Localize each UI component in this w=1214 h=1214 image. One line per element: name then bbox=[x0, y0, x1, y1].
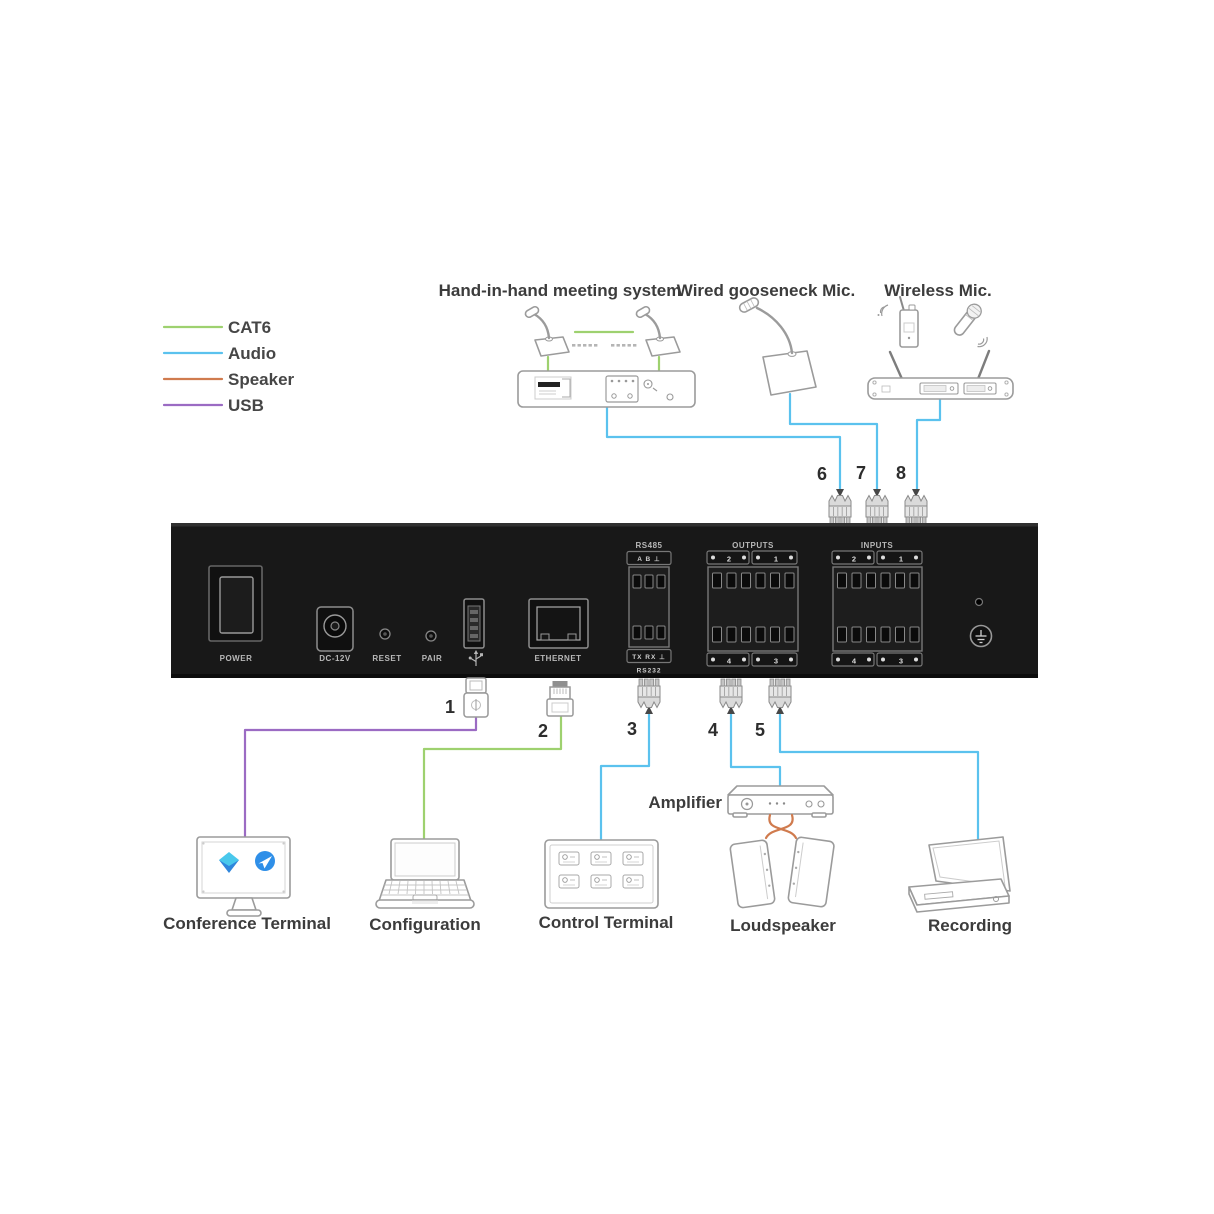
inputs-ch3: 3 bbox=[899, 657, 903, 666]
outputs-ch1: 1 bbox=[774, 555, 778, 564]
rs485-label: RS485 bbox=[636, 541, 663, 550]
hand-in-hand-system bbox=[517, 304, 696, 408]
connector-number-1: 1 bbox=[445, 697, 455, 717]
loudspeaker-label: Loudspeaker bbox=[730, 916, 836, 935]
amplifier-device bbox=[727, 785, 834, 818]
power-switch bbox=[208, 565, 263, 642]
connector-number-7: 7 bbox=[856, 463, 866, 483]
control-terminal-label: Control Terminal bbox=[539, 913, 674, 932]
phoenix-plug-8 bbox=[904, 488, 928, 525]
legend: CAT6 Audio Speaker USB bbox=[162, 318, 295, 415]
usb-port bbox=[463, 598, 485, 649]
reset-label: RESET bbox=[372, 654, 401, 663]
dc-label: DC-12V bbox=[319, 654, 351, 663]
inputs-ch2: 2 bbox=[852, 555, 856, 564]
conference-terminal bbox=[196, 836, 291, 917]
audio-cable-3 bbox=[599, 711, 651, 843]
wireless-mic-label: Wireless Mic. bbox=[884, 281, 992, 300]
audio-cable-6 bbox=[605, 404, 842, 492]
usb-cable-1 bbox=[243, 714, 478, 840]
connector-number-4: 4 bbox=[708, 720, 718, 740]
usb-trident-icon bbox=[468, 650, 483, 666]
outputs-label: OUTPUTS bbox=[732, 541, 774, 550]
conference-mic-2 bbox=[633, 304, 682, 358]
ethernet-port bbox=[528, 598, 589, 649]
legend-label-usb: USB bbox=[228, 396, 264, 415]
inputs-block: INPUTS 2 1 4 3 bbox=[831, 541, 923, 667]
ethernet-label: ETHERNET bbox=[534, 654, 581, 663]
pair-label: PAIR bbox=[422, 654, 443, 663]
rs485-block: RS485 A B ⊥ TX RX ⊥ RS232 bbox=[626, 541, 672, 675]
conference-terminal-label: Conference Terminal bbox=[163, 914, 331, 933]
signal-waves-icon-2 bbox=[977, 336, 988, 348]
connector-number-8: 8 bbox=[896, 463, 906, 483]
rs232-label: RS232 bbox=[637, 668, 662, 675]
wireless-receiver bbox=[867, 349, 1014, 400]
audio-cable-4 bbox=[729, 711, 782, 791]
configuration-label: Configuration bbox=[369, 915, 480, 934]
outputs-ch4: 4 bbox=[727, 657, 732, 666]
meeting-app-icon bbox=[219, 852, 239, 873]
ground-screw bbox=[969, 624, 993, 648]
meeting-system-label: Hand-in-hand meeting system bbox=[439, 281, 682, 300]
daisy-chain-dashes bbox=[572, 344, 637, 347]
wired-mic-label: Wired gooseneck Mic. bbox=[677, 281, 855, 300]
inputs-ch4: 4 bbox=[852, 657, 857, 666]
chat-app-icon bbox=[255, 851, 275, 871]
configuration-laptop bbox=[375, 838, 475, 909]
recording-label: Recording bbox=[928, 916, 1012, 935]
panel-buttons bbox=[558, 851, 644, 889]
phoenix-plug-7 bbox=[865, 488, 889, 525]
inputs-label: INPUTS bbox=[861, 541, 894, 550]
speaker-cable-right bbox=[764, 813, 794, 840]
recording-laptop bbox=[908, 836, 1011, 913]
power-label: POWER bbox=[220, 654, 253, 663]
speaker-cable-left bbox=[768, 813, 798, 840]
audio-cable-8 bbox=[915, 396, 942, 492]
bodypack-transmitter bbox=[899, 296, 919, 348]
handheld-mic bbox=[953, 303, 988, 348]
phoenix-plug-4 bbox=[719, 678, 743, 715]
signal-waves-icon bbox=[877, 304, 889, 317]
dc-jack bbox=[316, 606, 354, 652]
rs485-pin-labels: A B ⊥ bbox=[637, 555, 660, 563]
outputs-ch3: 3 bbox=[774, 657, 778, 666]
cat6-configuration-cable bbox=[422, 714, 563, 842]
meeting-system-controller bbox=[517, 370, 696, 408]
connector-number-2: 2 bbox=[538, 721, 548, 741]
audio-cable-7 bbox=[788, 392, 879, 492]
rs232-pin-labels: TX RX ⊥ bbox=[632, 653, 666, 661]
reset-button-dot bbox=[383, 632, 387, 636]
loudspeaker-pair bbox=[729, 836, 835, 909]
wired-gooseneck-mic bbox=[738, 297, 817, 396]
legend-label-audio: Audio bbox=[228, 344, 276, 363]
phoenix-plug-3 bbox=[637, 678, 661, 715]
connector-number-5: 5 bbox=[755, 720, 765, 740]
pair-button-dot bbox=[429, 634, 433, 638]
connector-number-3: 3 bbox=[627, 719, 637, 739]
mount-hole bbox=[974, 597, 984, 607]
inputs-ch1: 1 bbox=[899, 555, 903, 564]
control-terminal-panel bbox=[544, 839, 659, 909]
legend-label-cat6: CAT6 bbox=[228, 318, 271, 337]
legend-label-speaker: Speaker bbox=[228, 370, 295, 389]
rj45-plug-2 bbox=[546, 681, 574, 717]
outputs-block: OUTPUTS 2 1 4 3 bbox=[706, 541, 799, 667]
outputs-ch2: 2 bbox=[727, 555, 731, 564]
audio-cable-5 bbox=[778, 711, 980, 842]
mixer-rack-unit: POWER DC-12V RESET PAIR bbox=[171, 523, 1038, 678]
cables bbox=[243, 330, 980, 843]
phoenix-plug-5 bbox=[768, 678, 792, 715]
conference-mic-1 bbox=[522, 304, 571, 358]
connector-number-6: 6 bbox=[817, 464, 827, 484]
phoenix-plug-6 bbox=[828, 488, 852, 525]
usb-plug-1 bbox=[463, 677, 489, 718]
amplifier-label: Amplifier bbox=[648, 793, 722, 812]
wireless-mic-system bbox=[867, 296, 1014, 400]
